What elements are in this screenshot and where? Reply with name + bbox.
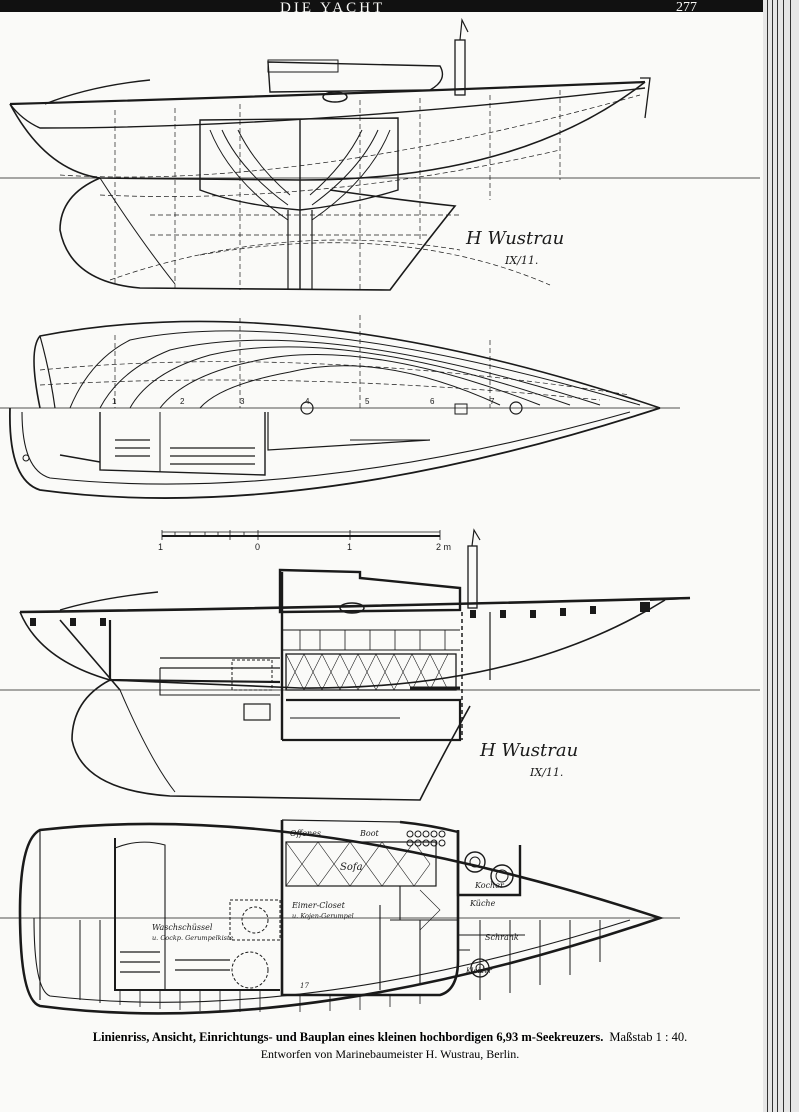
caption-title: Linienriss, Ansicht, Einrichtungs- und B… [92, 1030, 604, 1044]
signature-bottom-date: IX/11. [529, 766, 563, 779]
page-top-band [0, 0, 799, 12]
label-schrank: Schrank [485, 933, 519, 942]
station-4: 4 [305, 397, 310, 406]
scale-label-2m: 2 m [436, 542, 451, 552]
page-number: 277 [676, 0, 697, 15]
label-boot: Boot [359, 829, 380, 838]
book-spine-edge [763, 0, 799, 1112]
label-kleider: Kleider [465, 967, 492, 975]
scale-label-0: 0 [255, 542, 260, 552]
label-waschtisch: Waschschüssel [152, 923, 213, 932]
scale-label-1: 1 [158, 542, 163, 552]
station-1: 1 [112, 397, 117, 406]
label-kueche: Küche [469, 899, 496, 908]
sheer-plan: H Wustrau IX/11. [0, 17, 760, 291]
caption-line-2: Entworfen von Marinebaumeister H. Wustra… [260, 1047, 520, 1061]
figure-caption: Linienriss, Ansicht, Einrichtungs- und B… [30, 1030, 750, 1062]
station-6: 6 [430, 397, 435, 406]
signature-bottom: H Wustrau [479, 740, 578, 761]
caption-line-1: Linienriss, Ansicht, Einrichtungs- und B… [30, 1030, 750, 1045]
label-closet: Eimer-Closet [291, 901, 346, 910]
label-offenes: Offenes [290, 829, 321, 838]
label-waschtisch-sub: u. Cockp. Gerumpelkiste [152, 934, 234, 942]
caption-scale: Maßstab 1 : 40. [609, 1030, 688, 1044]
scale-label-1b: 1 [347, 542, 352, 552]
station-2: 2 [180, 397, 185, 406]
signature-top-date: IX/11. [504, 254, 538, 267]
signature-top: H Wustrau [465, 228, 564, 249]
interior-profile: H Wustrau IX/11. [0, 528, 760, 801]
accommodation-plan: Offenes Boot Sofa Eimer-Closet u. Kojen-… [0, 819, 680, 1015]
label-closet-sub: u. Kojen-Gerumpel [292, 912, 354, 920]
label-closet-num: 17 [300, 982, 309, 990]
half-breadth-plan: 1 2 3 4 5 6 7 [0, 315, 680, 499]
scale-bar: 1 0 1 2 m [158, 530, 451, 552]
running-header: DIE YACHT [280, 0, 386, 16]
station-3: 3 [240, 397, 245, 406]
label-kocher: Kocher [474, 881, 505, 890]
station-5: 5 [365, 397, 370, 406]
label-sofa: Sofa [340, 862, 363, 873]
station-7: 7 [490, 397, 495, 406]
